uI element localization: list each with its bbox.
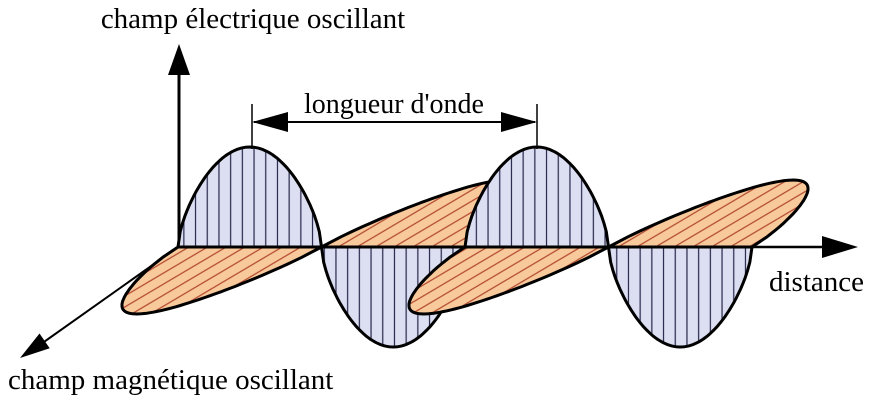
electric-axis-arrowhead-icon bbox=[168, 44, 190, 75]
wave-lobes bbox=[120, 145, 810, 349]
magnetic-field-lobe bbox=[120, 245, 323, 316]
magnetic-axis-label: champ magnétique oscillant bbox=[8, 364, 333, 396]
wavelength-label: longueur d'onde bbox=[304, 89, 484, 120]
electric-axis-label: champ électrique oscillant bbox=[101, 3, 405, 35]
electric-field-lobe bbox=[176, 145, 323, 249]
electric-field-lobe bbox=[463, 145, 610, 249]
magnetic-axis-arrowhead-icon bbox=[20, 333, 50, 358]
labels: champ électrique oscillant champ magnéti… bbox=[8, 3, 864, 396]
wavelength-annotation bbox=[251, 104, 538, 149]
magnetic-field-lobe bbox=[607, 178, 810, 249]
distance-axis-arrowhead-icon bbox=[822, 236, 858, 258]
magnetic-field-lobe bbox=[407, 245, 610, 316]
distance-axis-label: distance bbox=[769, 266, 864, 298]
electric-field-lobe bbox=[607, 245, 754, 349]
wavelength-arrowhead-right-icon bbox=[501, 112, 537, 132]
wavelength-arrowhead-left-icon bbox=[252, 112, 288, 132]
